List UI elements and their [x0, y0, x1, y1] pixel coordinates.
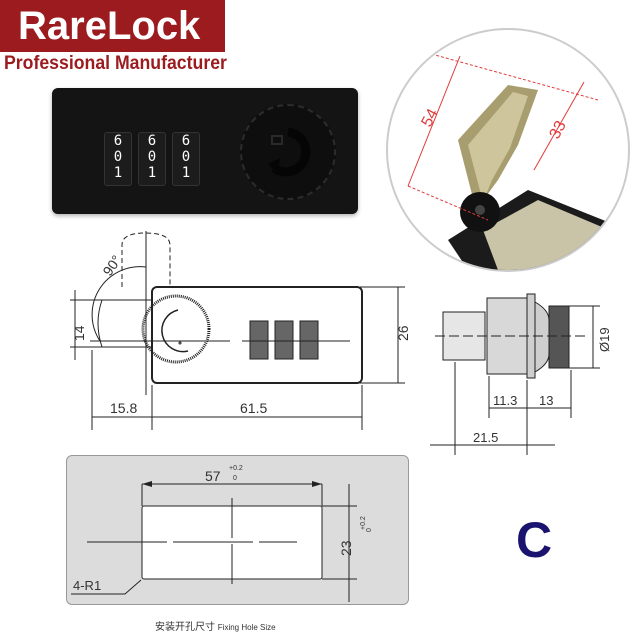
- hole-height: 23: [338, 540, 354, 556]
- front-view-drawing: 90° 14 26 15.8 61.5: [70, 231, 411, 430]
- rotate-arrow-icon: [268, 127, 311, 177]
- wheel-digit: 6: [181, 133, 191, 149]
- dim-side-total: 21.5: [473, 430, 498, 445]
- lock-knob: [240, 104, 336, 200]
- hole-height-tol-upper: +0.2: [360, 516, 367, 530]
- dim-length-33: 33: [547, 118, 570, 142]
- dim-body-width: 61.5: [240, 400, 267, 416]
- wheel-digit: 6: [113, 133, 123, 149]
- hole-height-tol-lower: 0: [366, 528, 373, 532]
- variant-label: C: [516, 512, 553, 568]
- fixing-hole-panel: 57 +0.2 0 23 +0.2 0 4-R1: [66, 455, 409, 605]
- cam-detail-photo: 54 33: [386, 28, 630, 272]
- combination-wheel: 6 0 1: [172, 132, 200, 186]
- brand-banner: RareLock: [0, 0, 225, 52]
- brand-tagline: Professional Manufacturer: [4, 53, 227, 74]
- hole-width-tol-upper: +0.2: [229, 465, 243, 472]
- hole-width: 57: [205, 468, 221, 484]
- side-view-drawing: Ø19 11.3 13 21.5: [430, 293, 612, 455]
- angle-label: 90°: [99, 252, 124, 279]
- dim-body-height: 26: [395, 325, 411, 341]
- dim-diameter: Ø19: [597, 327, 612, 352]
- brand-name: RareLock: [18, 4, 201, 48]
- wheel-digit: 0: [181, 149, 191, 165]
- fixing-hole-caption: 安装开孔尺寸 Fixing Hole Size: [155, 618, 276, 633]
- combination-wheel: 6 0 1: [138, 132, 166, 186]
- dim-cam-offset: 15.8: [110, 400, 137, 416]
- dim-side-b: 13: [539, 393, 553, 408]
- wheel-digit: 0: [147, 149, 157, 165]
- wheel-digit: 1: [113, 165, 123, 181]
- lock-front-photo: 6 0 1 6 0 1 6 0 1: [52, 88, 358, 214]
- wheel-digit: 1: [147, 165, 157, 181]
- hole-width-tol-lower: 0: [233, 475, 237, 482]
- wheel-digit: 0: [113, 149, 123, 165]
- wheel-digit: 1: [181, 165, 191, 181]
- corner-radius: 4-R1: [73, 578, 101, 593]
- caption-en: Fixing Hole Size: [217, 623, 276, 632]
- dim-side-a: 11.3: [493, 393, 517, 408]
- dim-length-54: 54: [419, 106, 442, 130]
- dim-cam-height: 14: [71, 325, 87, 341]
- combination-wheel: 6 0 1: [104, 132, 132, 186]
- caption-cn: 安装开孔尺寸: [155, 622, 215, 633]
- wheel-digit: 6: [147, 133, 157, 149]
